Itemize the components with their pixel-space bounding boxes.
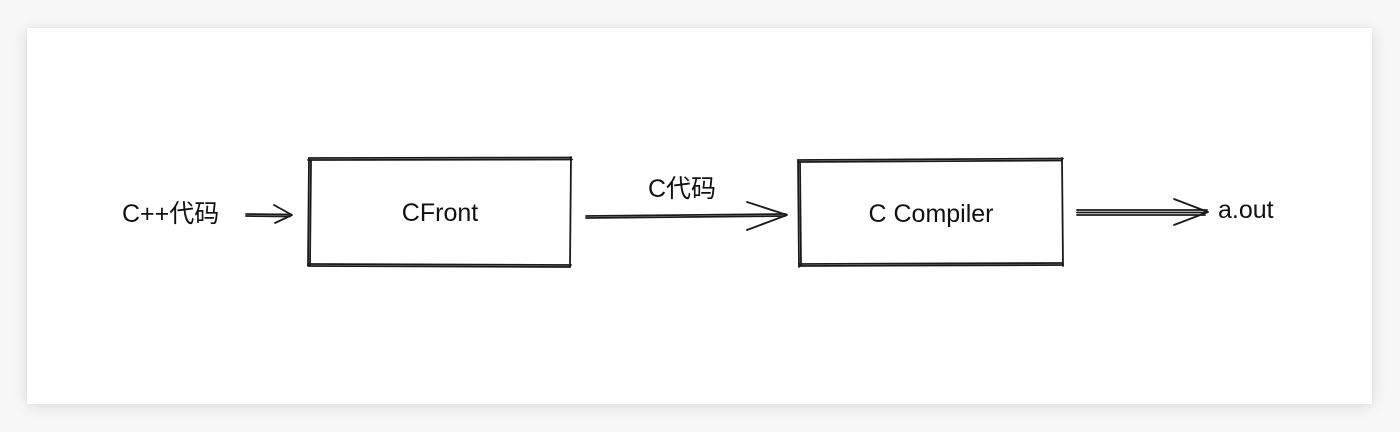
arrow-input-to-cfront	[245, 204, 293, 224]
edge-label: C代码	[648, 175, 716, 203]
arrow-compiler-to-output	[1076, 198, 1209, 226]
c-compiler-box: C Compiler	[797, 157, 1064, 268]
c-compiler-label: C Compiler	[868, 200, 993, 228]
input-label: C++代码	[122, 200, 219, 228]
cfront-box: CFront	[307, 156, 573, 268]
output-label: a.out	[1218, 196, 1274, 224]
arrow-cfront-to-compiler	[585, 201, 788, 231]
cfront-label: CFront	[402, 199, 478, 227]
